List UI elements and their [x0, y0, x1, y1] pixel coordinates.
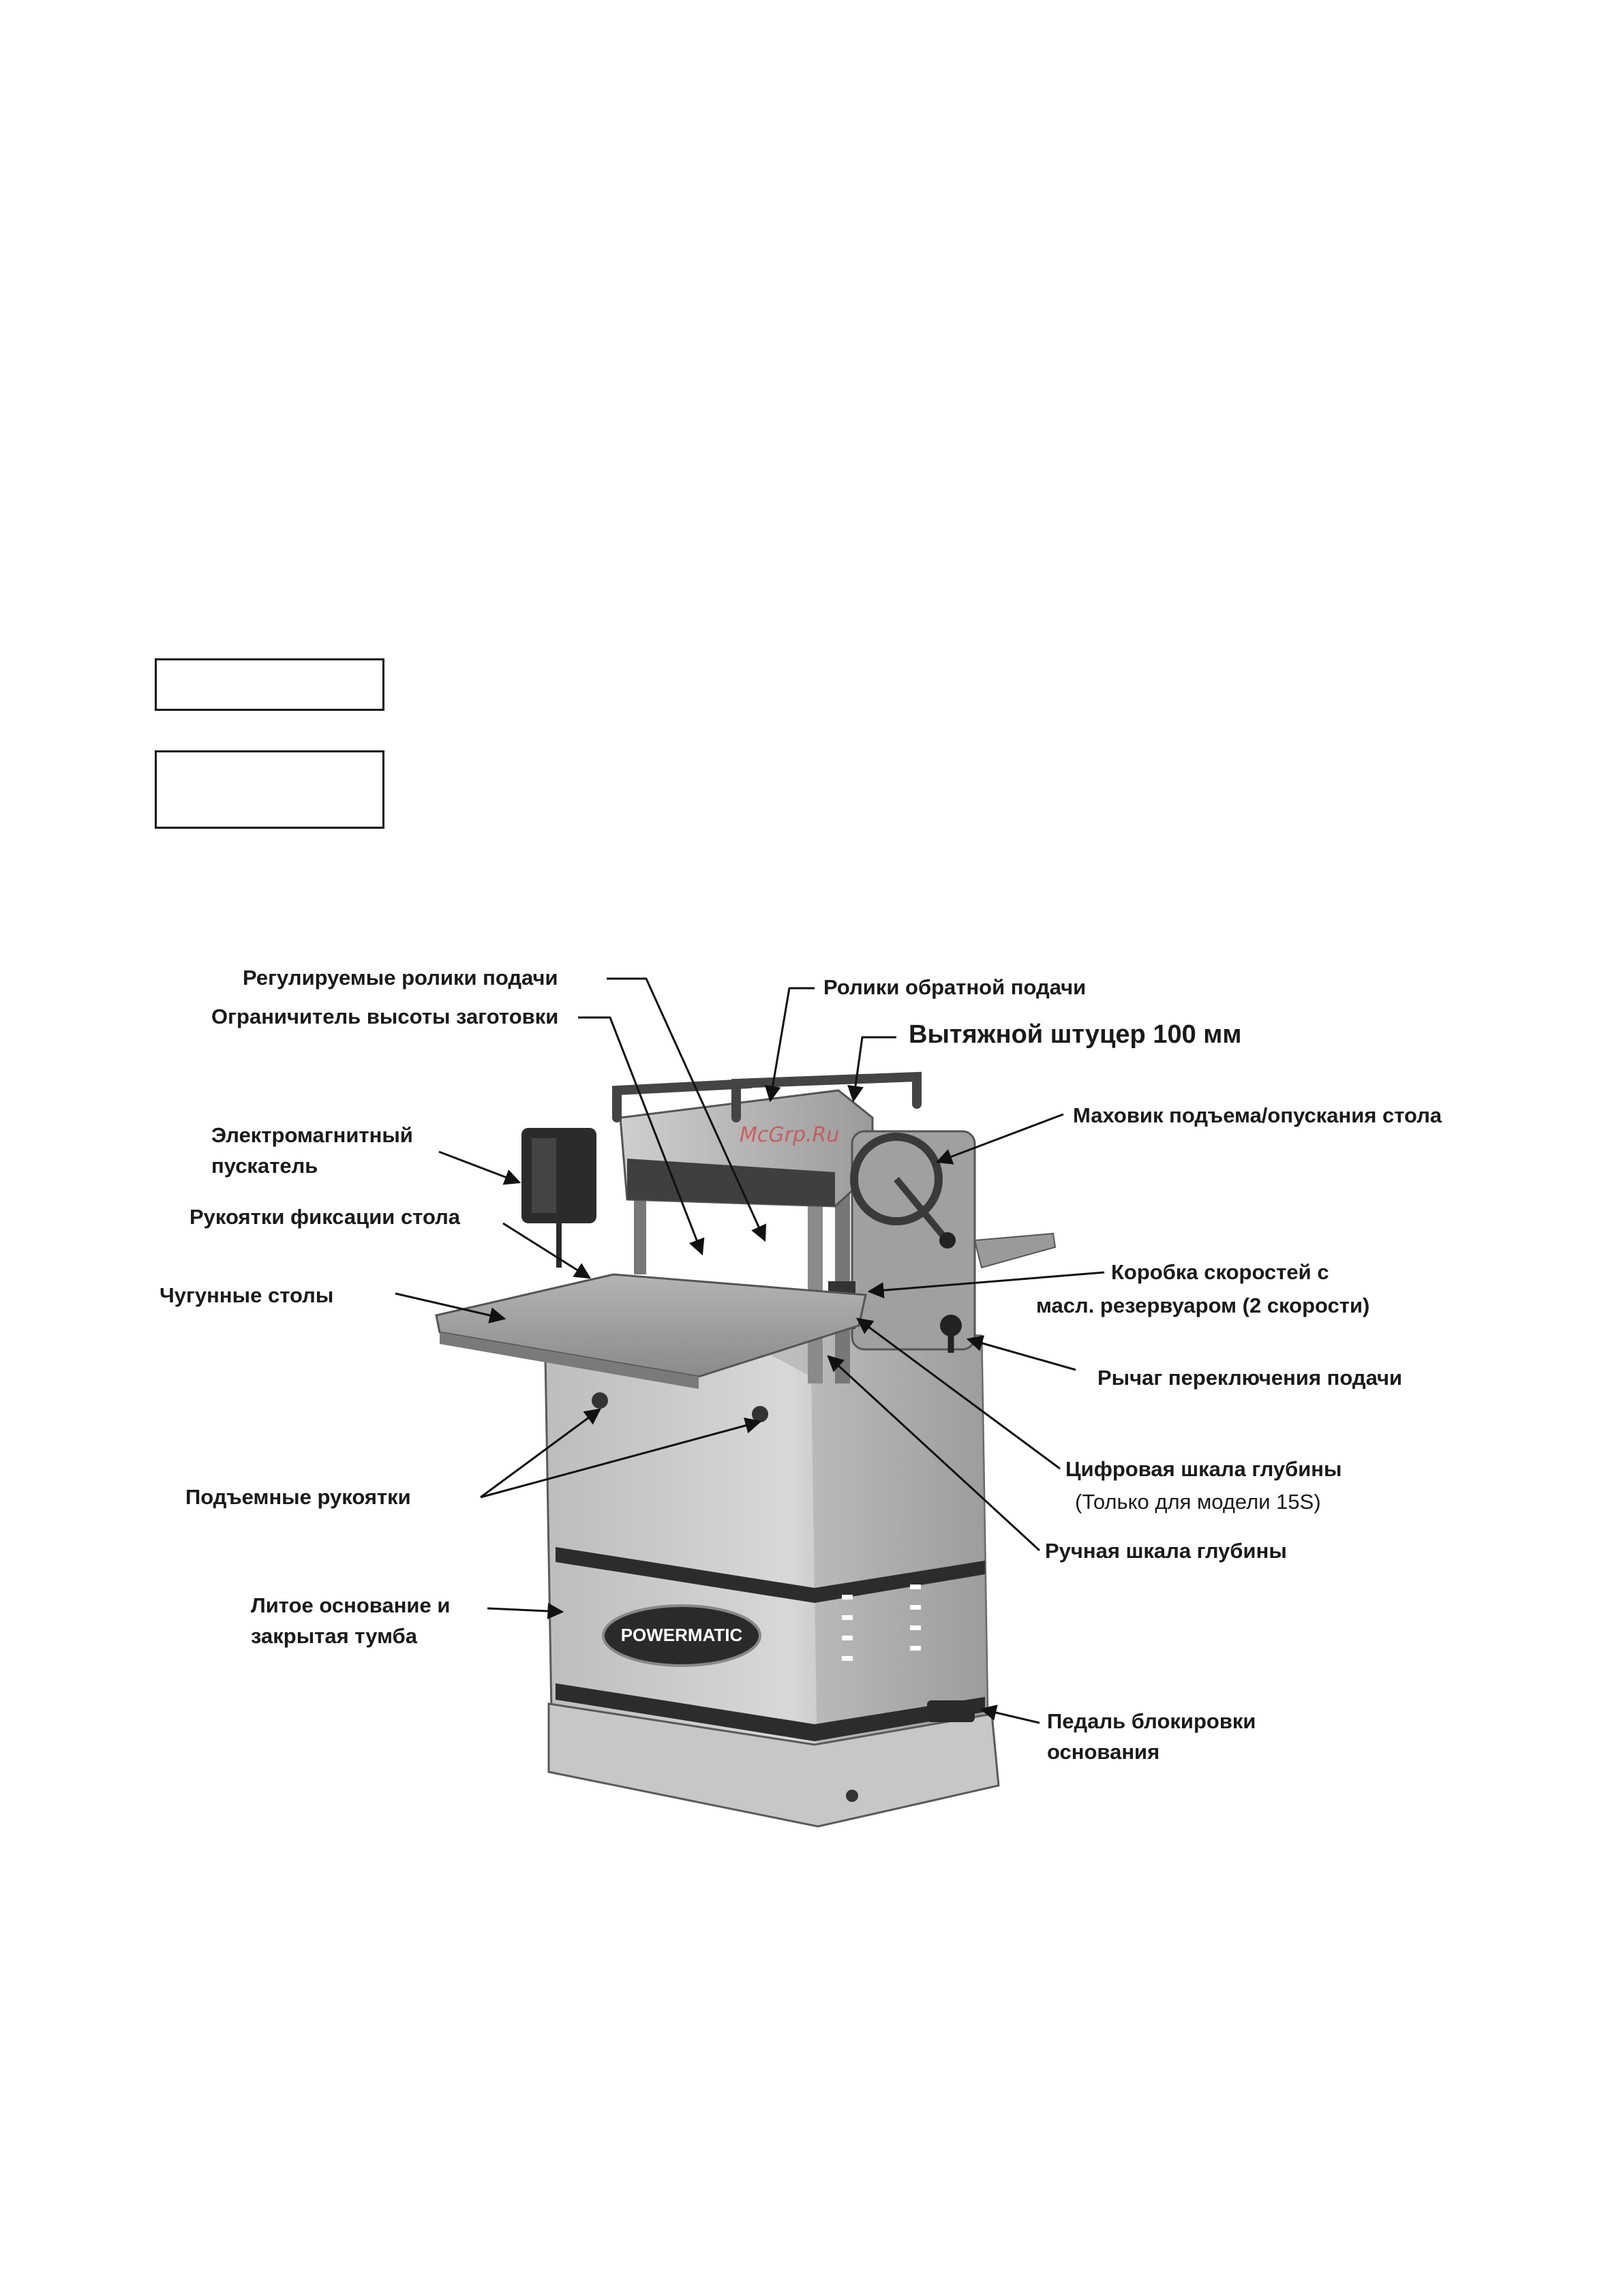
label-feed-lever: Рычаг переключения подачи [1097, 1366, 1403, 1390]
leader-gearbox [867, 1271, 1105, 1299]
label-manual-scale: Ручная шкала глубины [1045, 1539, 1287, 1563]
label-magnetic-starter-line1: Электромагнитный [211, 1123, 413, 1147]
leader-feed-lever [966, 1335, 1076, 1371]
leader-magnetic-starter [438, 1150, 521, 1185]
label-dust-port: Вытяжной штуцер 100 мм [909, 1020, 1242, 1049]
leader-manual-scale [827, 1355, 1041, 1552]
leader-base [487, 1603, 564, 1620]
leader-adjustable-feed-rollers [607, 977, 767, 1242]
leader-digital-scale [856, 1317, 1061, 1470]
empty-frame-bottom [155, 750, 384, 829]
label-digital-scale-line1: Цифровая шкала глубины [1065, 1457, 1342, 1481]
label-magnetic-starter-line2: пускатель [211, 1154, 318, 1178]
label-digital-scale-line2: (Только для модели 15S) [1075, 1490, 1321, 1514]
leader-pedal [980, 1704, 1040, 1724]
leader-table-lock [502, 1222, 592, 1279]
label-pedal-line1: Педаль блокировки [1047, 1709, 1256, 1733]
cabinet-base: POWERMATIC [544, 1321, 1000, 1828]
label-outfeed-rollers: Ролики обратной подачи [823, 975, 1087, 999]
leader-handwheel [935, 1113, 1064, 1165]
label-handwheel: Маховик подъема/опускания стола [1073, 1103, 1442, 1127]
label-gearbox-line2: масл. резервуаром (2 скорости) [1036, 1294, 1370, 1317]
leader-lift-handles-a [480, 1408, 601, 1499]
leader-dust-port [847, 1036, 896, 1103]
label-pedal-line2: основания [1047, 1740, 1160, 1764]
label-table-lock-handles: Рукоятки фиксации стола [189, 1205, 461, 1229]
leader-outfeed-rollers [764, 987, 815, 1103]
label-base-line2: закрытая тумба [251, 1624, 417, 1648]
label-gearbox-line1: Коробка скоростей с [1111, 1260, 1329, 1284]
cast-iron-tables [435, 1232, 1057, 1389]
leader-lift-handles-b [480, 1418, 762, 1499]
label-base-line1: Литое основание и [251, 1593, 451, 1617]
svg-text:POWERMATIC: POWERMATIC [621, 1625, 743, 1645]
watermark-text: McGrp.Ru [740, 1123, 840, 1147]
label-lift-handles: Подъемные рукоятки [185, 1485, 411, 1509]
leader-height-limiter [578, 1016, 705, 1256]
label-workpiece-height-limiter: Ограничитель высоты заготовки [211, 1005, 559, 1028]
leader-tables [395, 1292, 506, 1323]
label-adjustable-feed-rollers: Регулируемые ролики подачи [243, 966, 558, 990]
empty-frame-top [155, 658, 384, 711]
label-cast-iron-tables: Чугунные столы [160, 1283, 334, 1307]
